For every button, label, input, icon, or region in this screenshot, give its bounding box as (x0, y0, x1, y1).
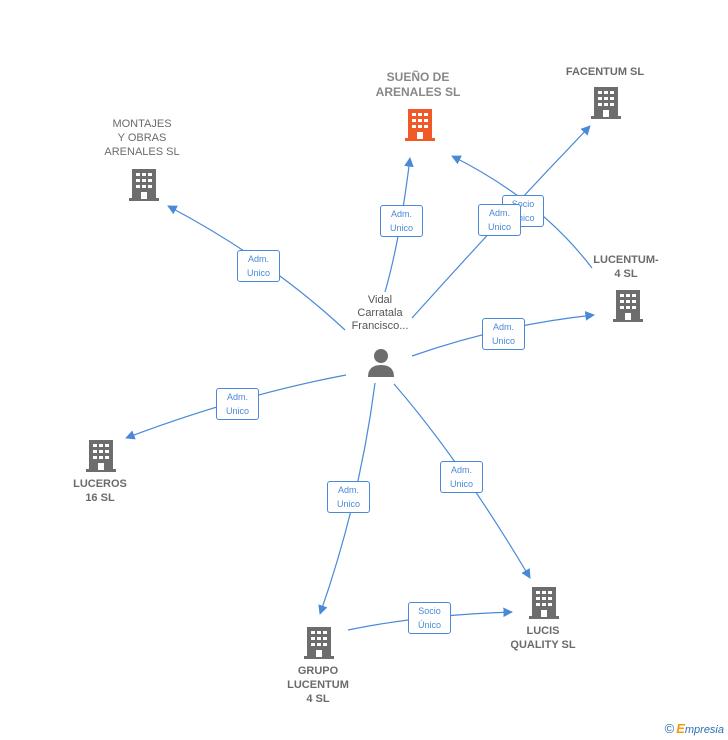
building-icon-luceros (86, 440, 116, 472)
edge-label-person-montajes: Adm. Unico (237, 250, 280, 282)
edge-label-person-lucis: Adm. Unico (440, 461, 483, 493)
node-label-grupo[interactable]: GRUPO LUCENTUM 4 SL (287, 665, 349, 705)
node-label-lucentum4[interactable]: LUCENTUM- 4 SL (593, 254, 659, 280)
building-icon-montajes (129, 169, 159, 201)
building-icon-facentum (591, 87, 621, 119)
node-label-lucis[interactable]: LUCIS QUALITY SL (510, 625, 576, 651)
node-label-facentum[interactable]: FACENTUM SL (565, 66, 645, 78)
edge-label-person-grupo: Adm. Unico (327, 481, 370, 513)
edge-label-person-facentum: Adm. Unico (478, 204, 521, 236)
copyright-icon: © (664, 721, 675, 736)
edge-label-person-sueno: Adm. Unico (380, 205, 423, 237)
person-icon[interactable] (366, 346, 396, 378)
edge-label-grupo-lucis: Socio Único (408, 602, 451, 634)
node-label-sueno[interactable]: SUEÑO DE ARENALES SL (375, 70, 461, 99)
node-label-montajes[interactable]: MONTAJES Y OBRAS ARENALES SL (104, 118, 180, 158)
building-icon-sueno (405, 109, 435, 141)
building-icon-lucis (529, 587, 559, 619)
edge-label-person-luceros: Adm. Unico (216, 388, 259, 420)
building-icon-grupo (304, 627, 334, 659)
brand-name: mpresia (684, 724, 724, 736)
empresia-brand[interactable]: ©Empresia (665, 721, 724, 736)
building-icon-lucentum4 (613, 290, 643, 322)
node-label-luceros[interactable]: LUCEROS 16 SL (73, 478, 127, 504)
brand-initial: E (676, 721, 685, 736)
edge-label-person-lucentum4: Adm. Unico (482, 318, 525, 350)
person-name-label[interactable]: Vidal Carratala Francisco... (351, 294, 409, 332)
